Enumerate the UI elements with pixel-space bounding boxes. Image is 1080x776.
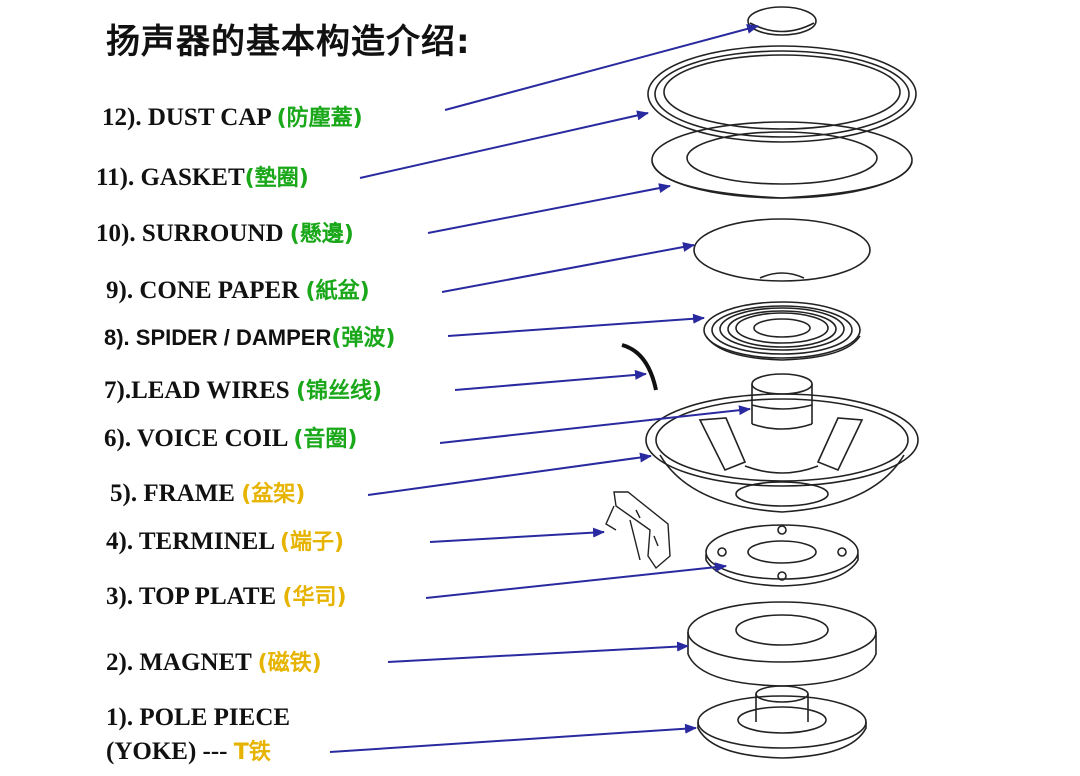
arrow-surround	[427, 183, 671, 234]
label-frame: 5). FRAME (盆架)	[110, 479, 305, 510]
label-zh: (盆架)	[241, 482, 306, 507]
label-pole-piece: 1). POLE PIECE (YOKE) --- T铁	[106, 701, 290, 770]
terminel-part	[605, 491, 671, 570]
diagram-title: 扬声器的基本构造介绍:	[106, 22, 471, 62]
pole-piece-part	[697, 685, 867, 759]
label-zh: (端子)	[279, 530, 345, 555]
label-en: 12). DUST CAP	[102, 104, 277, 131]
pointer-arrows	[329, 24, 759, 753]
label-zh: (墊圈)	[244, 166, 309, 191]
label-en: 10). SURROUND	[96, 220, 290, 247]
label-en: 2). MAGNET	[106, 649, 258, 676]
label-zh: (磁铁)	[257, 651, 322, 676]
arrow-top-plate	[425, 562, 727, 599]
label-en: 3). TOP PLATE	[106, 583, 283, 610]
cone-paper-part	[693, 218, 871, 282]
gasket-part	[647, 45, 917, 143]
label-voice-coil: 6). VOICE COIL (音圈)	[104, 424, 357, 455]
arrow-pole-piece	[329, 723, 697, 753]
surround-part	[651, 121, 913, 199]
label-zh: (华司)	[282, 585, 347, 610]
arrow-dust-cap	[444, 24, 759, 111]
label-dust-cap: 12). DUST CAP (防塵蓋)	[102, 103, 363, 134]
label-en: 8). SPIDER / DAMPER	[104, 325, 332, 350]
arrow-gasket	[359, 110, 649, 179]
label-spider: 8). SPIDER / DAMPER(弹波)	[104, 323, 396, 354]
label-surround: 10). SURROUND (懸邊)	[96, 219, 354, 250]
label-zh: (音圈)	[293, 427, 358, 452]
label-cone-paper: 9). CONE PAPER (紙盆)	[106, 276, 370, 307]
arrow-magnet	[387, 641, 689, 663]
label-magnet: 2). MAGNET (磁铁)	[106, 648, 322, 679]
label-en: 5). FRAME	[110, 480, 242, 507]
voice-coil-part	[751, 373, 813, 430]
label-en: 9). CONE PAPER	[106, 277, 306, 304]
label-zh: T铁	[233, 740, 271, 765]
label-gasket: 11). GASKET(墊圈)	[96, 163, 309, 194]
lead-wire-part	[621, 343, 658, 391]
arrow-cone-paper	[441, 242, 695, 293]
label-zh: (懸邊)	[289, 222, 354, 247]
arrow-lead-wires	[454, 369, 647, 391]
label-zh: (防塵蓋)	[276, 106, 363, 131]
magnet-part	[687, 601, 877, 687]
arrow-frame	[367, 452, 652, 496]
label-top-plate: 3). TOP PLATE (华司)	[106, 582, 347, 613]
label-en-line2: (YOKE) ---	[106, 738, 234, 765]
label-zh: (锦丝线)	[295, 379, 383, 404]
arrow-spider	[447, 313, 705, 337]
label-terminel: 4). TERMINEL (端子)	[106, 527, 344, 558]
label-zh: (弹波)	[331, 326, 396, 351]
spider-part	[703, 301, 861, 361]
label-en: 4). TERMINEL	[106, 528, 280, 555]
arrow-terminel	[429, 527, 605, 543]
label-en: 1). POLE PIECE	[106, 704, 291, 731]
top-plate-part	[705, 524, 859, 587]
dust-cap-part	[747, 6, 817, 36]
label-lead-wires: 7).LEAD WIRES (锦丝线)	[104, 376, 382, 407]
frame-part	[645, 393, 919, 513]
label-zh: (紙盆)	[305, 279, 370, 304]
arrow-voice-coil	[439, 405, 751, 444]
label-en: 11). GASKET	[96, 164, 245, 191]
label-en: 7).LEAD WIRES	[104, 377, 296, 404]
label-en: 6). VOICE COIL	[104, 425, 294, 452]
